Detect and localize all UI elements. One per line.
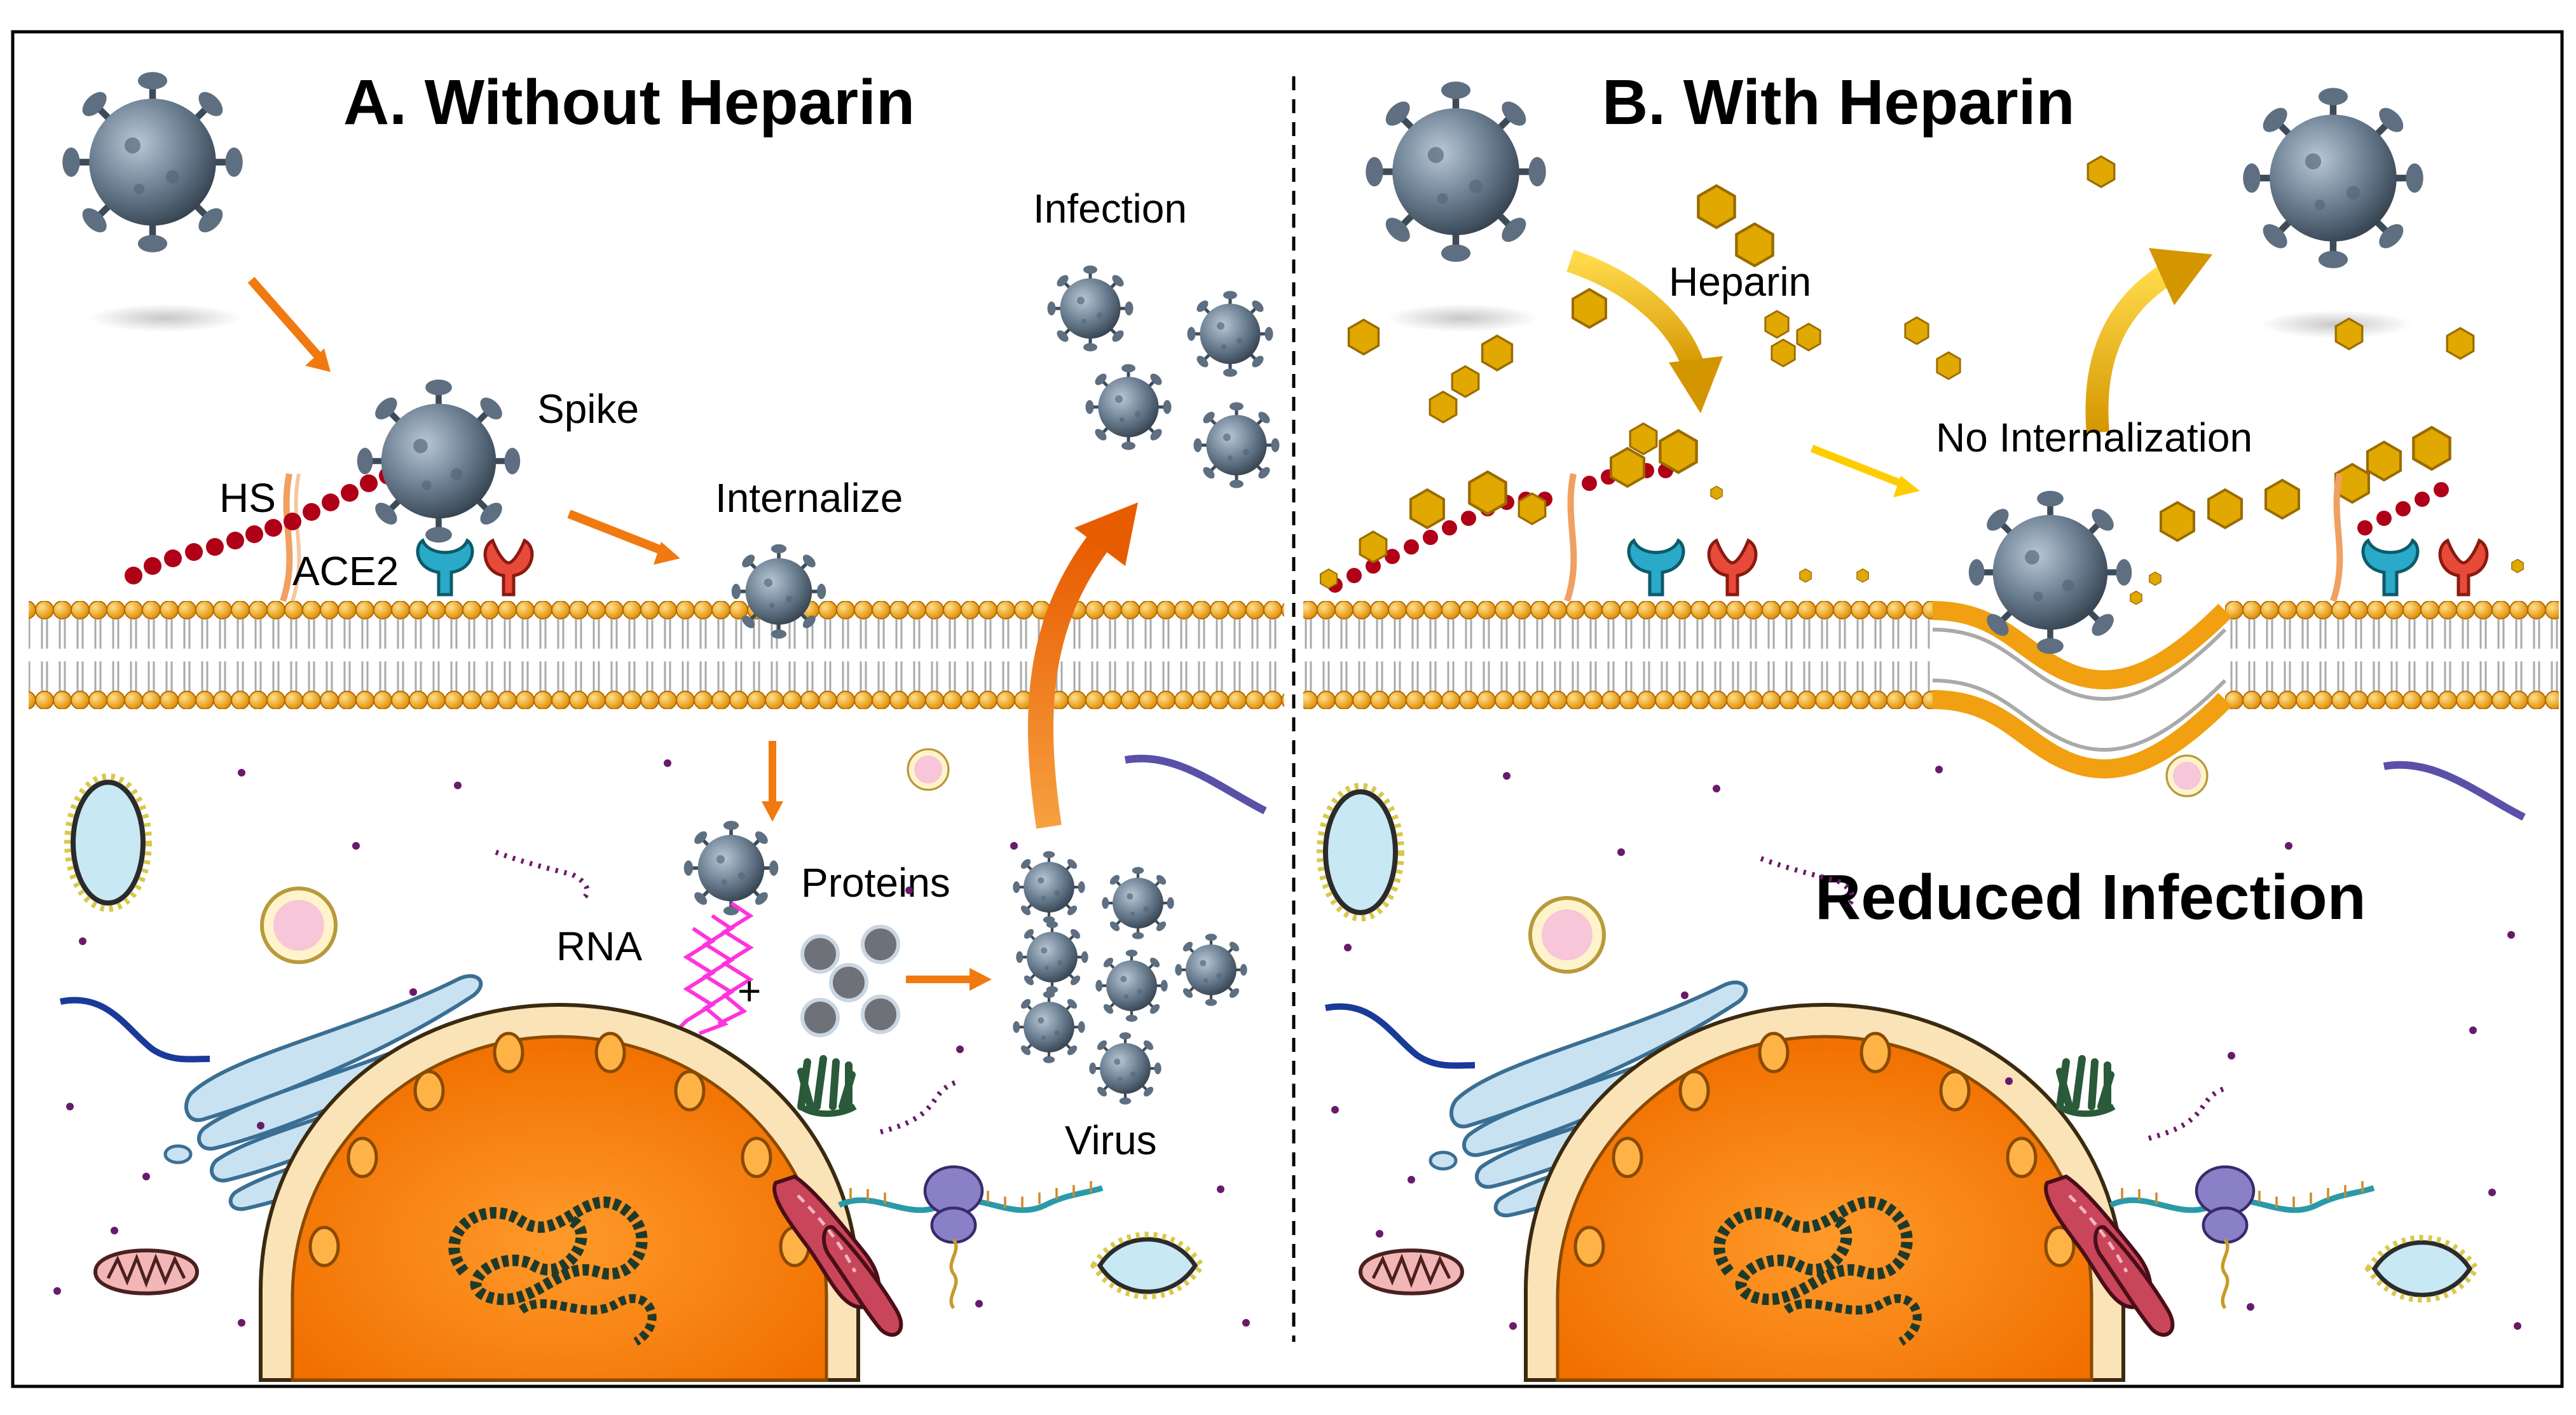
panel-b-title: B. With Heparin — [1602, 67, 2075, 138]
ace2-receptor-b1 — [1629, 541, 1683, 595]
arrow-approach-a-head — [305, 349, 331, 372]
arrow-heparin-bind — [1566, 249, 1706, 373]
mitochondrion-b — [1360, 1250, 1462, 1294]
virus-bound-spike-a — [357, 380, 521, 543]
figure-border — [11, 30, 2564, 1388]
virus-blocked-b — [1969, 491, 2132, 654]
label-heparin: Heparin — [1669, 259, 1811, 305]
arrow-release — [1028, 533, 1111, 829]
virus-incoming-a — [62, 72, 243, 332]
label-spike: Spike — [537, 386, 639, 432]
ace2-receptor-b2 — [2363, 541, 2418, 595]
red-receptor-b2 — [2440, 541, 2487, 595]
cell-membrane-a — [29, 601, 1284, 709]
dna-fragment-b2 — [2383, 761, 2526, 821]
dotted-fragment-a1 — [495, 850, 590, 899]
label-ace2: ACE2 — [292, 548, 399, 594]
hs-stalk-b1 — [1564, 473, 1577, 602]
hs-stalk-b2 — [2330, 473, 2343, 602]
arrow-heparin-bind-head — [1669, 356, 1723, 413]
label-plus: + — [737, 968, 761, 1014]
arrow-no-entry — [1810, 445, 1903, 487]
hs-chain-a — [125, 467, 397, 602]
arrow-approach-a — [247, 277, 325, 362]
arrow-internalize — [567, 509, 663, 555]
vesicle-diamond-a — [1093, 1234, 1202, 1297]
virus-escaped-b — [2243, 88, 2423, 338]
red-receptor-a — [485, 541, 532, 595]
heparin-bound-mid — [1582, 422, 1723, 500]
red-receptor-b1 — [1709, 541, 1756, 595]
new-virus-cluster — [1013, 851, 1247, 1104]
virus-internalizing-a — [732, 544, 826, 639]
dotted-fragment-a2 — [879, 1079, 961, 1135]
label-proteins: Proteins — [801, 860, 950, 906]
protein-cluster-a — [801, 1059, 855, 1114]
mitochondrion-a — [95, 1250, 197, 1294]
vesicle-pink-b2 — [2165, 754, 2209, 797]
heparin-bound-right — [1799, 427, 2524, 605]
virus-uncoating — [684, 821, 779, 916]
label-internalize: Internalize — [715, 475, 903, 521]
infection-viruses — [1048, 266, 1280, 488]
label-virus: Virus — [1065, 1117, 1157, 1163]
panel-a-title: A. Without Heparin — [343, 67, 915, 138]
arrow-internalize-head — [654, 542, 680, 565]
dotted-fragment-b2 — [2148, 1085, 2230, 1141]
dotted-fragment-b1 — [1760, 856, 1855, 905]
virus-incoming-b — [1366, 81, 1546, 332]
vesicle-oval-b — [1320, 786, 1401, 918]
vesicle-oval-a — [67, 777, 149, 909]
rna-strands — [672, 901, 754, 1035]
ace2-receptor-a — [418, 541, 472, 595]
label-reduced-infection: Reduced Infection — [1815, 862, 2366, 933]
heparin-bound-left — [1320, 472, 1552, 593]
cytoplasm-dots-b — [1331, 766, 2521, 1330]
protein-cluster-b — [2060, 1059, 2114, 1114]
arrow-down-head — [762, 801, 783, 822]
cytoplasm-dots-a — [53, 759, 1250, 1327]
vesicle-pink-b1 — [1530, 898, 1604, 972]
vesicle-pink-a1 — [262, 888, 336, 962]
arrow-assembly-head — [969, 968, 992, 991]
arrow-escape — [2085, 263, 2174, 434]
vesicle-diamond-b — [2368, 1238, 2476, 1300]
dna-fragment-a2 — [1124, 754, 1267, 815]
label-infection: Infection — [1033, 186, 1187, 231]
label-rna: RNA — [556, 923, 642, 969]
dna-fragment-b1 — [1325, 1003, 1476, 1069]
arrow-escape-head — [2149, 248, 2212, 305]
arrow-release-head — [1074, 502, 1138, 566]
label-hs: HS — [219, 475, 276, 521]
dna-fragment-a1 — [60, 997, 210, 1063]
cell-membrane-b — [1303, 601, 2559, 778]
vesicle-pink-a2 — [907, 748, 950, 791]
arrow-no-entry-head — [1893, 476, 1920, 497]
label-no-internalization: No Internalization — [1936, 415, 2252, 460]
viral-proteins — [800, 925, 900, 1037]
